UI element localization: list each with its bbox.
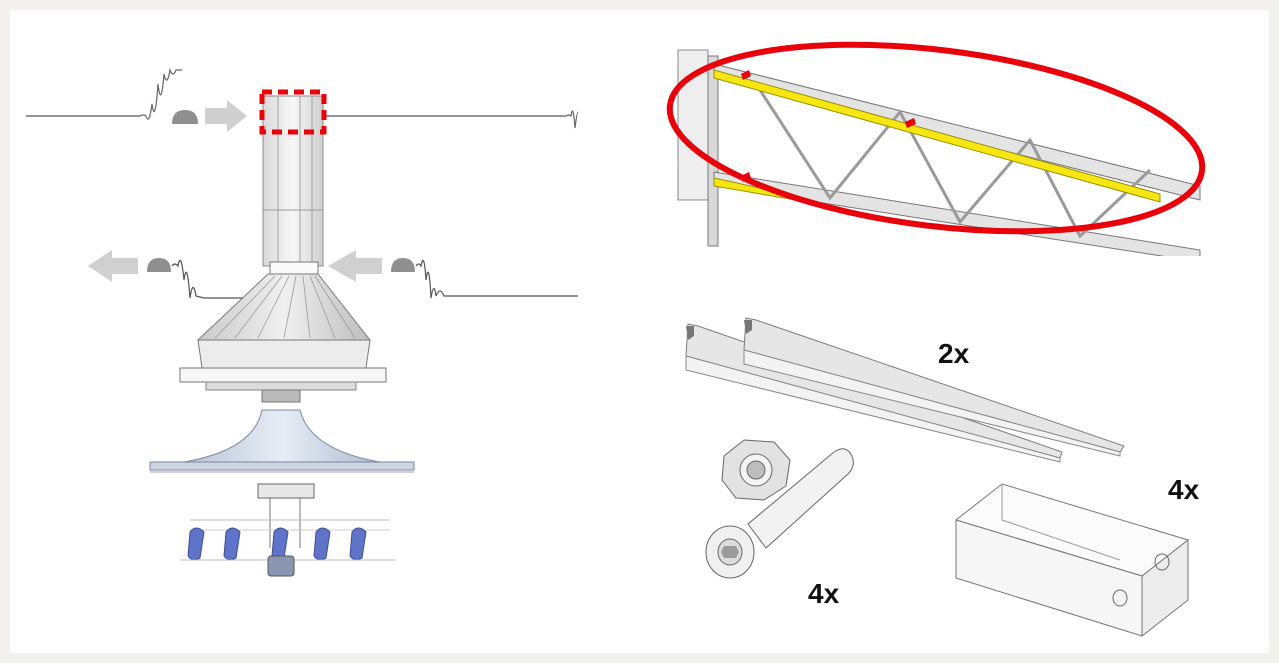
bracket-icon [954,483,1190,638]
arrow-icon [328,250,382,282]
rails-quantity-label: 2x [938,338,970,369]
nut-icon [721,439,791,501]
machine-diagram [26,67,579,577]
incoming-signal-middle [328,250,578,299]
sound-wave-icon [171,259,270,299]
arrow-icon [88,250,138,282]
tapered-rail-2 [743,317,1125,457]
spreader-disc [149,409,415,473]
mic-icon [391,258,415,272]
sound-wave-icon [139,67,182,120]
highlight-ellipse [666,41,1206,235]
highlight-box [259,89,327,135]
mic-icon [172,110,198,124]
paddle-rotor [180,483,396,577]
parts-kit [685,317,1190,638]
cone-hopper [179,273,387,403]
mic-icon [147,258,171,272]
bolt-icon [705,448,854,579]
sound-wave-icon [415,259,578,299]
truss-detail [666,38,1206,256]
outgoing-signal-middle [88,250,270,299]
tower [262,95,324,275]
brackets-quantity-label: 4x [1168,474,1200,505]
incoming-signal-top [26,67,247,132]
sound-wave-icon [565,110,579,129]
bolts-quantity-label: 4x [808,578,840,609]
arrow-icon [205,100,247,132]
